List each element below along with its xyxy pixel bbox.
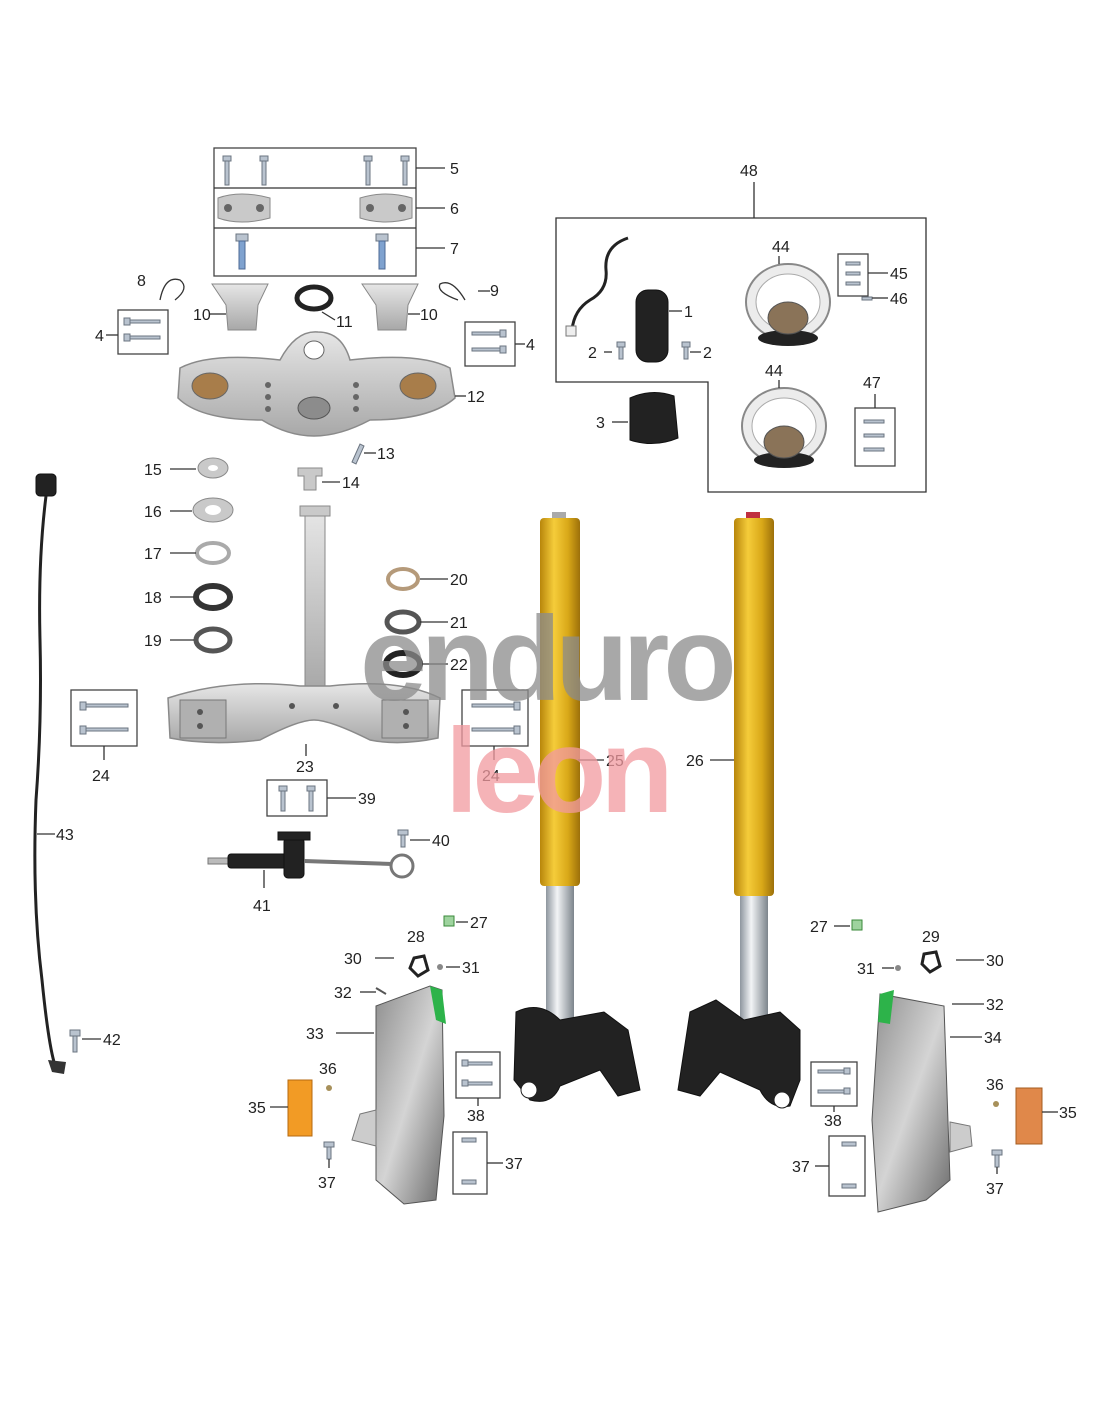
callout-36-left: 36 [319,1061,337,1078]
callout-2-right: 2 [703,345,712,362]
risers-group: 8 9 10 10 11 4 4 [95,273,535,367]
watermark: enduro leon [360,592,738,838]
bolt-box-4-right [464,321,516,367]
callout-8: 8 [137,273,146,290]
callout-43: 43 [56,827,74,844]
riser-bolts [235,233,389,270]
stem-nut-and-bolt: 13 14 [297,443,395,492]
callout-30-right: 30 [986,953,1004,970]
callout-28: 28 [407,929,425,946]
callout-15: 15 [144,462,162,479]
left-fork-guard-group: 27 28 30 31 32 33 35 36 37 38 37 [248,915,523,1205]
callout-40: 40 [432,833,450,850]
callout-37-right-b: 37 [792,1159,810,1176]
steering-seal-ring [294,284,334,312]
right-fork-guard-group: 27 29 31 30 32 34 35 36 37 38 37 [792,919,1077,1213]
callout-4-right: 4 [526,337,535,354]
callout-27-right: 27 [810,919,828,936]
riser-right [361,283,419,331]
r-clip-left [159,278,185,301]
steering-damper-group: 39 40 41 [207,779,450,915]
callout-33: 33 [306,1026,324,1043]
callout-23: 23 [296,759,314,776]
callout-10-right: 10 [420,307,438,324]
ignition-kit-48: 48 1 2 2 3 44 45 46 [555,163,927,493]
callout-18: 18 [144,590,162,607]
callout-20: 20 [450,572,468,589]
reflector-right [1015,1087,1043,1145]
callout-22: 22 [450,657,468,674]
callout-11: 11 [336,314,353,331]
handlebar-clamp-bolts [222,155,410,186]
callout-7: 7 [450,241,459,258]
r-clip-right [438,282,466,301]
watermark-line2: leon [445,704,668,838]
lower-triple-clamp: 23 [167,505,441,776]
callout-14: 14 [342,475,360,492]
top-bolt-stack: 5 6 7 [213,147,459,277]
callout-31-left: 31 [462,960,480,977]
callout-24-right: 24 [482,768,500,785]
fork-leg-right: 26 [677,512,801,1109]
kit-outline [555,217,927,493]
callout-46: 46 [890,291,908,308]
callout-26: 26 [686,753,704,770]
callout-31-right: 31 [857,961,875,978]
reflector-left [287,1079,313,1137]
callout-2-left: 2 [588,345,597,362]
callout-6: 6 [450,201,459,218]
callout-39: 39 [358,791,376,808]
callout-10-left: 10 [193,307,211,324]
callout-25: 25 [606,753,624,770]
callout-35-left: 35 [248,1100,266,1117]
callout-47: 47 [863,375,881,392]
callout-45: 45 [890,266,908,283]
callout-21: 21 [450,615,468,632]
bolt-box-24-left: 24 [70,689,138,785]
callout-42: 42 [103,1032,121,1049]
watermark-line1: enduro [360,592,732,726]
callout-44-lower: 44 [765,363,783,380]
callout-44-upper: 44 [772,239,790,256]
callout-37-left-b: 37 [505,1156,523,1173]
callout-32-left: 32 [334,985,352,1002]
callout-9: 9 [490,283,499,300]
riser-left [211,283,269,331]
callout-16: 16 [144,504,162,521]
speed-sensor-group: 43 42 [33,473,121,1074]
callout-24-left: 24 [92,768,110,785]
callout-38-left: 38 [467,1108,485,1125]
callout-29: 29 [922,929,940,946]
callout-37-left-a: 37 [318,1175,336,1192]
callout-17: 17 [144,546,162,563]
bolt-box-4-left [117,309,169,355]
bolt-box-24-right: 24 [461,689,529,785]
callout-3: 3 [596,415,605,432]
callout-37-right-a: 37 [986,1181,1004,1198]
callout-30-left: 30 [344,951,362,968]
bearing-stack-left: 15 16 17 18 19 [144,457,234,654]
callout-35-right: 35 [1059,1105,1077,1122]
callout-38-right: 38 [824,1113,842,1130]
callout-32-right: 32 [986,997,1004,1014]
callout-5: 5 [450,161,459,178]
fork-leg-left: 25 [513,512,641,1102]
callout-41: 41 [253,898,271,915]
kit-label-48: 48 [740,163,758,180]
callout-1: 1 [684,304,693,321]
callout-19: 19 [144,633,162,650]
callout-13: 13 [377,446,395,463]
bearing-stack-right: 20 21 22 [383,567,468,678]
callout-34: 34 [984,1030,1002,1047]
callout-27-left: 27 [470,915,488,932]
callout-4-left: 4 [95,328,104,345]
handlebar-upper-clamps [217,193,413,223]
upper-triple-clamp: 12 [177,331,485,437]
callout-36-right: 36 [986,1077,1004,1094]
callout-12: 12 [467,389,485,406]
bolt-box-38-left [455,1051,501,1099]
